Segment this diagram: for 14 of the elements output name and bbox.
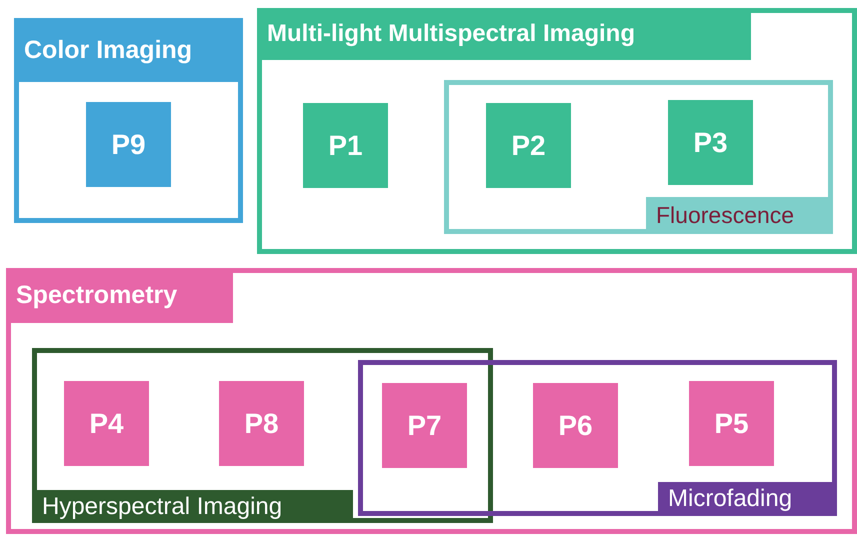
group-frame — [14, 18, 243, 223]
sample-square: P7 — [382, 383, 467, 468]
group-frame — [257, 8, 857, 254]
sample-square: P4 — [64, 381, 149, 466]
sample-square: P3 — [668, 100, 753, 185]
sample-square: P1 — [303, 103, 388, 188]
group-frame — [358, 360, 837, 516]
group-frame — [444, 80, 833, 234]
sample-square: P9 — [86, 102, 171, 187]
sample-square: P8 — [219, 381, 304, 466]
sample-square: P2 — [486, 103, 571, 188]
sample-square: P5 — [689, 381, 774, 466]
sample-square: P6 — [533, 383, 618, 468]
group-frame — [6, 268, 857, 534]
